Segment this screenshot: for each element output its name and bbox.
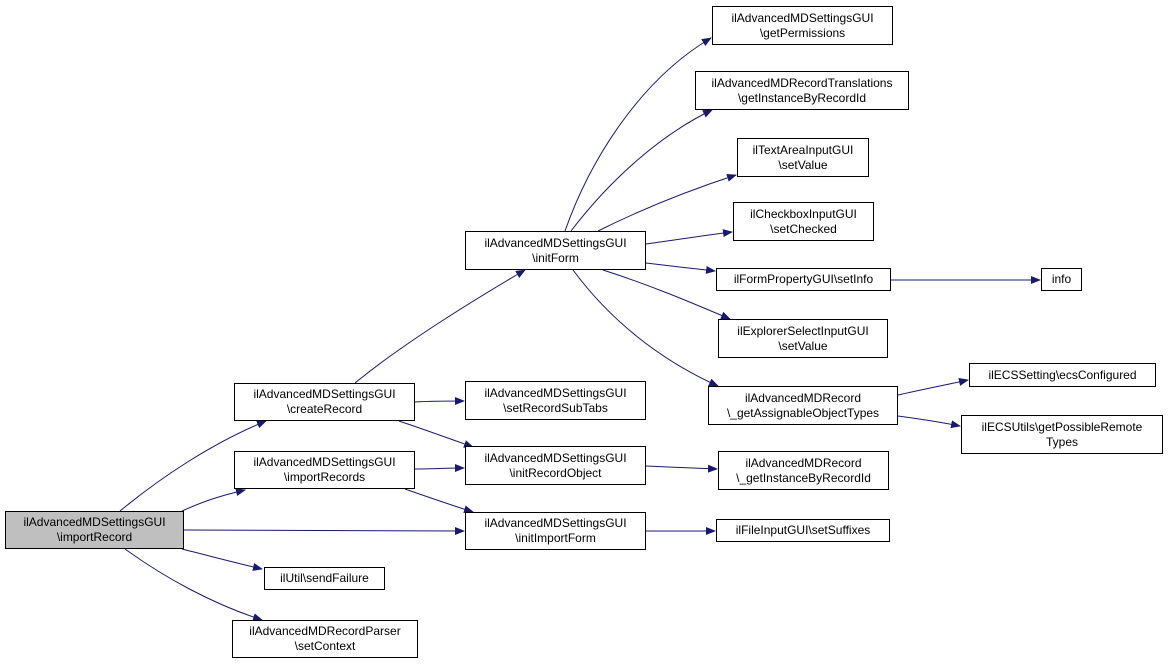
edge-init-form-to-checkbox-set-checked <box>645 229 733 245</box>
node-label-line1: info <box>1051 272 1072 286</box>
edge-root-to-init-import-form <box>183 526 465 535</box>
node-label-line1: ilECSUtils\getPossibleRemote <box>981 419 1143 434</box>
node-form-property-set-info[interactable]: ilFormPropertyGUI\setInfo <box>716 268 891 291</box>
node-label-line1: ilExplorerSelectInputGUI <box>737 323 869 338</box>
node-file-set-suffixes[interactable]: ilFileInputGUI\setSuffixes <box>716 519 890 542</box>
node-get-permissions[interactable]: ilAdvancedMDSettingsGUI \getPermissions <box>712 6 893 45</box>
node-label-line2: \_getInstanceByRecordId <box>736 470 871 485</box>
edge-init-form-to-get-permissions <box>564 37 712 232</box>
node-label-line1: ilAdvancedMDSettingsGUI <box>731 10 874 25</box>
edge-create-record-to-init-record-object <box>398 420 474 448</box>
edge-create-record-to-init-form <box>354 269 526 384</box>
node-label-line1: ilCheckboxInputGUI <box>750 206 857 221</box>
node-label-line1: ilAdvancedMDSettingsGUI <box>484 450 627 465</box>
edge-import-records-to-init-record-object <box>414 464 465 473</box>
edge-import-records-to-init-import-form <box>404 488 474 514</box>
node-label-line1: ilTextAreaInputGUI <box>752 142 854 157</box>
node-label-line2: \initRecordObject <box>509 465 602 480</box>
node-info[interactable]: info <box>1041 268 1082 291</box>
edge-init-form-to-explorer-set-value <box>602 269 731 320</box>
node-label-line1: ilAdvancedMDSettingsGUI <box>253 455 396 469</box>
node-label-line2: \_getAssignableObjectTypes <box>726 405 880 420</box>
node-label-line2: \setContext <box>294 639 356 653</box>
node-get-instance-by-record-id[interactable]: ilAdvancedMDRecord \_getInstanceByRecord… <box>718 451 889 490</box>
node-label-line1: ilAdvancedMDRecordTranslations <box>711 75 893 90</box>
node-checkbox-set-checked[interactable]: ilCheckboxInputGUI \setChecked <box>733 202 874 241</box>
node-root-import-record: ilAdvancedMDSettingsGUI \importRecord <box>5 511 184 549</box>
node-label-line2: \setChecked <box>770 221 837 236</box>
edge-get-assignable-types-to-ecs-configured <box>897 378 969 396</box>
edge-root-to-send-failure <box>181 548 263 571</box>
node-set-record-sub-tabs[interactable]: ilAdvancedMDSettingsGUI \setRecordSubTab… <box>465 381 646 420</box>
node-label-line1: ilAdvancedMDSettingsGUI <box>484 385 627 400</box>
edge-root-to-import-records <box>181 488 246 512</box>
node-label-line2: \importRecord <box>56 530 133 544</box>
node-init-form[interactable]: ilAdvancedMDSettingsGUI \initForm <box>465 231 646 270</box>
edge-root-to-set-context <box>124 548 263 622</box>
edge-init-form-to-get-assignable-types <box>572 269 719 387</box>
edge-create-record-to-set-record-sub-tabs <box>414 397 465 406</box>
node-import-records[interactable]: ilAdvancedMDSettingsGUI \importRecords <box>234 451 415 489</box>
node-label-line2: Types <box>1045 434 1078 449</box>
node-label-line1: ilUtil\sendFailure <box>280 571 369 585</box>
node-ecs-configured[interactable]: ilECSSetting\ecsConfigured <box>969 363 1156 387</box>
node-label-line2: \initForm <box>532 250 579 265</box>
node-label-line2: \getPermissions <box>759 25 846 40</box>
node-label-line2: \setRecordSubTabs <box>503 400 608 415</box>
node-label-line2: \initImportForm <box>515 531 596 545</box>
edge-root-to-create-record <box>119 420 267 512</box>
edge-get-assignable-types-to-possible-remote-types <box>897 415 961 429</box>
node-explorer-set-value[interactable]: ilExplorerSelectInputGUI \setValue <box>718 319 888 358</box>
node-label-line1: ilAdvancedMDSettingsGUI <box>23 515 166 529</box>
edge-init-form-to-get-instance-translations <box>570 109 713 232</box>
node-send-failure[interactable]: ilUtil\sendFailure <box>264 567 385 590</box>
node-textarea-set-value[interactable]: ilTextAreaInputGUI \setValue <box>737 138 869 177</box>
node-label-line2: \setValue <box>778 157 828 172</box>
node-label-line1: ilFileInputGUI\setSuffixes <box>735 523 871 537</box>
node-label-line1: ilAdvancedMDSettingsGUI <box>253 387 396 401</box>
node-label-line1: ilAdvancedMDSettingsGUI <box>484 516 627 530</box>
node-label-line1: ilAdvancedMDRecord <box>744 390 862 405</box>
node-label-line1: ilAdvancedMDSettingsGUI <box>484 235 627 250</box>
node-possible-remote-types[interactable]: ilECSUtils\getPossibleRemote Types <box>961 415 1163 454</box>
node-label-line1: ilAdvancedMDRecordParser <box>249 624 401 638</box>
node-get-instance-translations[interactable]: ilAdvancedMDRecordTranslations \getInsta… <box>695 71 909 110</box>
node-create-record[interactable]: ilAdvancedMDSettingsGUI \createRecord <box>234 383 415 421</box>
node-get-assignable-types[interactable]: ilAdvancedMDRecord \_getAssignableObject… <box>708 386 898 425</box>
edge-init-form-to-textarea-set-value <box>597 173 737 232</box>
node-set-context[interactable]: ilAdvancedMDRecordParser \setContext <box>232 620 418 658</box>
edge-init-record-object-to-get-instance-by-record-id <box>645 464 718 473</box>
edge-init-form-to-form-property-set-info <box>645 262 716 274</box>
node-label-line2: \setValue <box>778 338 828 353</box>
node-label-line2: \createRecord <box>286 402 363 416</box>
node-init-import-form[interactable]: ilAdvancedMDSettingsGUI \initImportForm <box>465 512 646 550</box>
node-label-line1: ilAdvancedMDRecord <box>745 455 862 470</box>
node-label-line2: \getInstanceByRecordId <box>737 90 867 105</box>
node-label-line1: ilFormPropertyGUI\setInfo <box>733 272 874 286</box>
node-label-line1: ilECSSetting\ecsConfigured <box>988 367 1137 382</box>
node-label-line2: \importRecords <box>283 470 366 484</box>
node-init-record-object[interactable]: ilAdvancedMDSettingsGUI \initRecordObjec… <box>465 446 646 485</box>
